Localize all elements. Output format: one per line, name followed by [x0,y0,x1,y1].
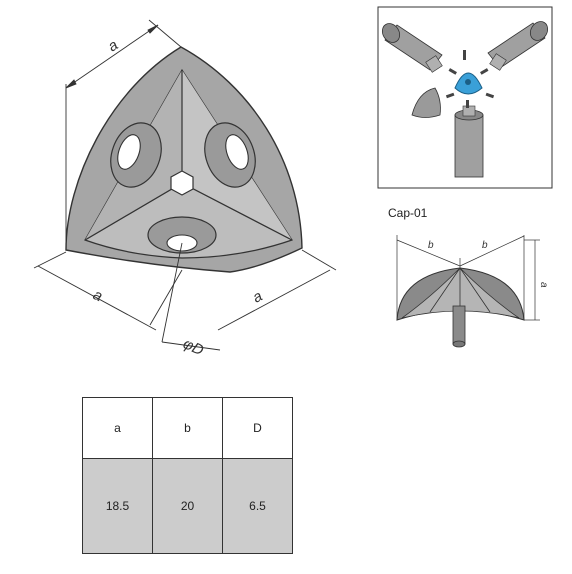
bottom-hole [147,216,217,254]
cap-01-drawing [396,235,540,348]
dim-label-a-left: a [90,286,105,305]
spec-table-value-row: 18.5 20 6.5 [82,458,293,554]
spec-header-b: b [152,397,223,459]
bottom-profile-tube [454,105,484,178]
hex-nut-icon [170,170,194,196]
gray-cap-piece [411,87,441,118]
spec-header-a: a [82,397,153,459]
spec-table: a b D 18.5 20 6.5 [82,397,293,554]
screw-icons [445,50,495,108]
cap-dim-label-height: a [538,282,549,288]
dim-label-a-right: a [250,288,265,307]
spec-value-d: 6.5 [222,458,293,554]
spec-header-d: D [222,397,293,459]
spec-table-header-row: a b D [82,397,293,459]
assembly-inset [377,6,553,189]
corner-cap-part [65,46,303,273]
right-hole [204,122,256,188]
dimension-lines [33,19,337,351]
dim-label-diameter: φD [180,335,206,359]
cap-dim-label-b-left: b [428,240,434,251]
right-profile-tube [487,21,549,71]
cap-dim-label-b-right: b [482,240,488,251]
left-hole [110,122,162,188]
spec-value-b: 20 [152,458,223,554]
spec-value-a: 18.5 [82,458,153,554]
left-profile-tube [381,23,443,73]
dim-label-a-top: a [105,37,121,56]
cap-title: Cap-01 [388,206,428,220]
